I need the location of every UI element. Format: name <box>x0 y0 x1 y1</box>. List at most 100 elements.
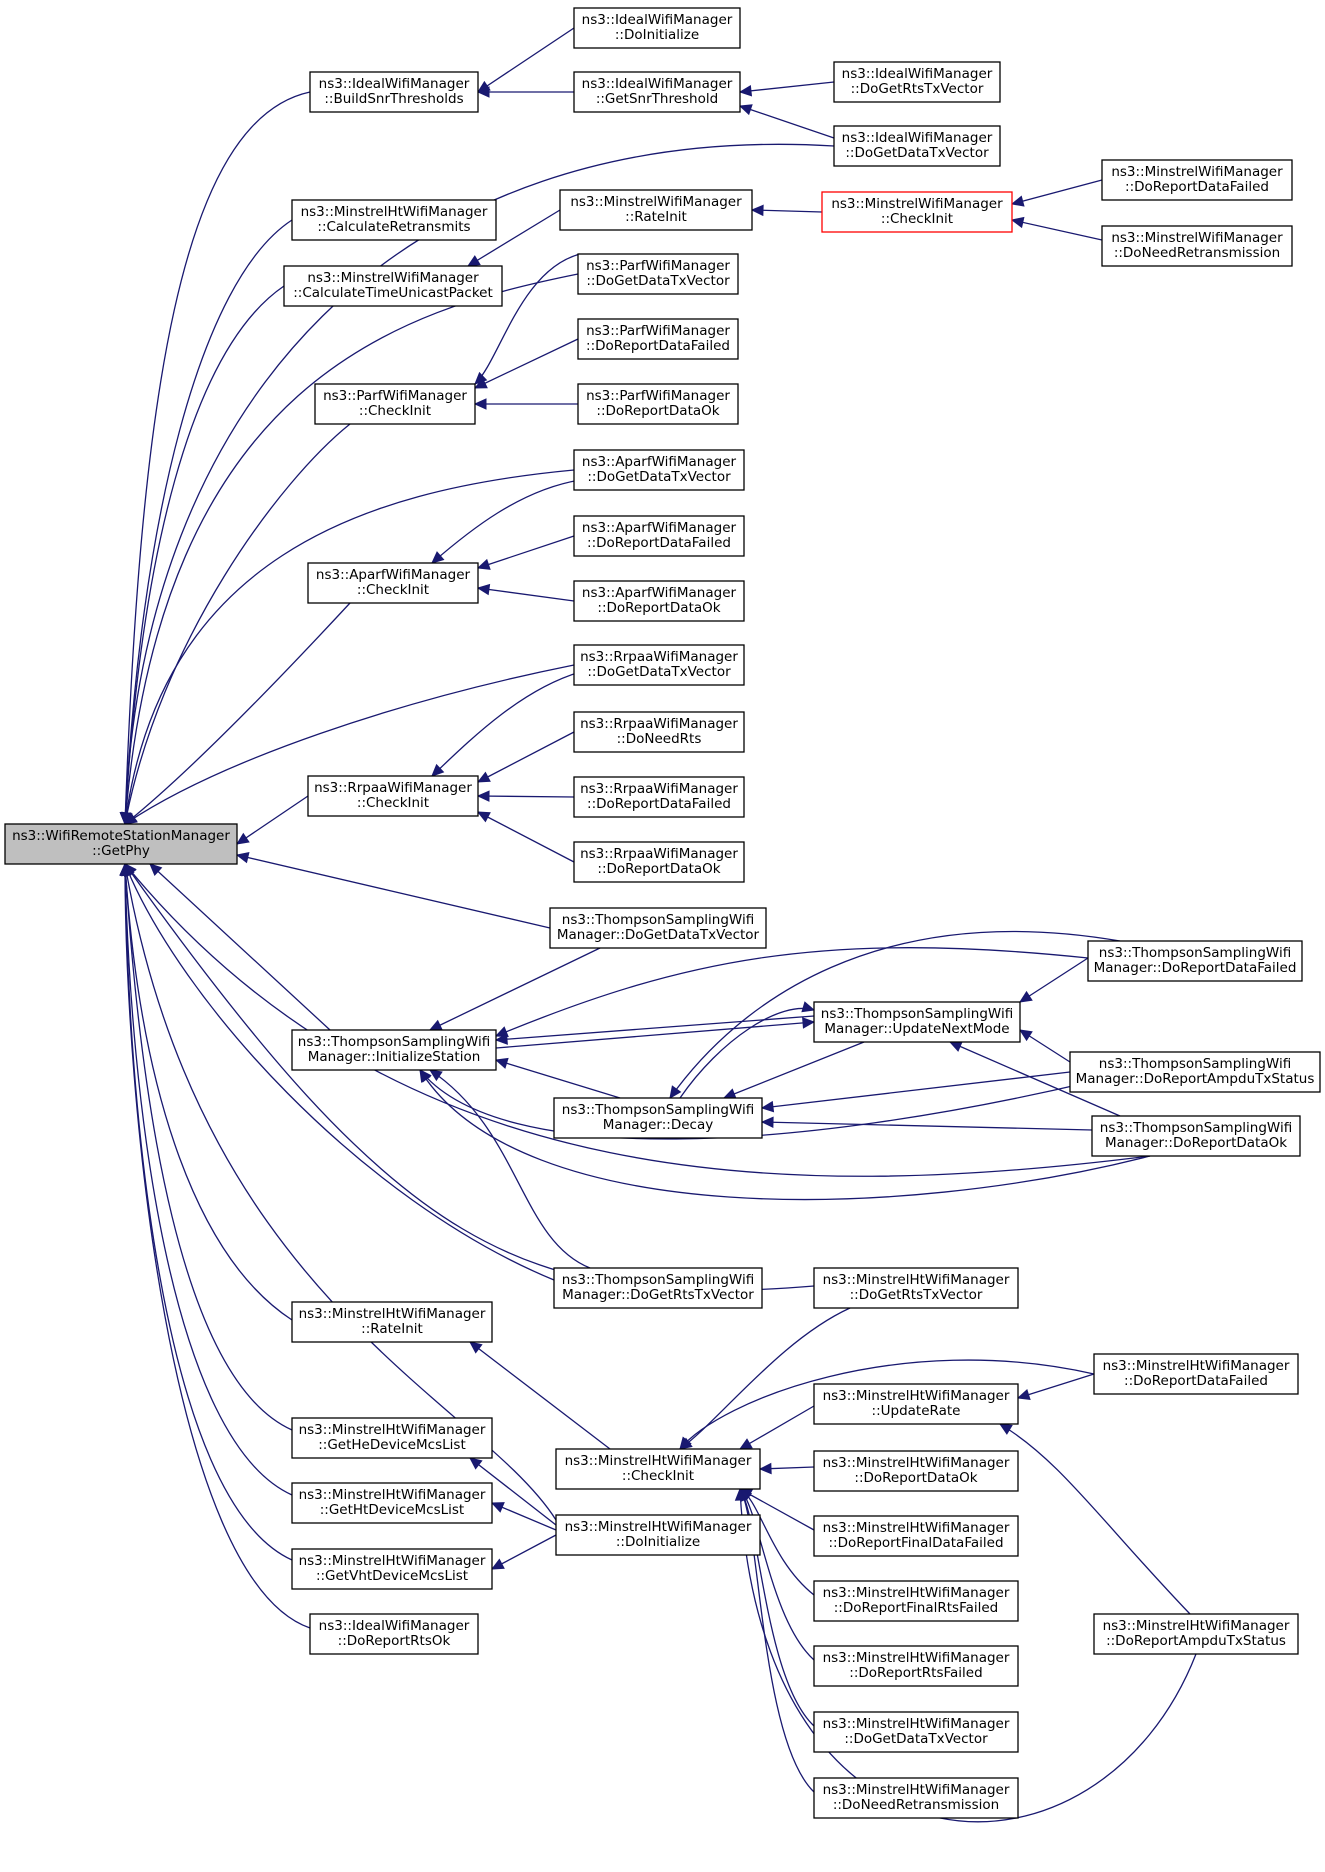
node-mht-ri[interactable]: ns3::MinstrelHtWifiManager::RateInit <box>291 1301 493 1343</box>
node-ts-is[interactable]: ns3::ThompsonSamplingWifiManager::Initia… <box>291 1029 497 1071</box>
node-label-line: ::DoReportDataOk <box>597 600 720 616</box>
node-rrpaa-gdt[interactable]: ns3::RrpaaWifiManager::DoGetDataTxVector <box>573 644 745 686</box>
node-label-line: ::DoReportRtsOk <box>338 1633 451 1649</box>
node-parf-rdo[interactable]: ns3::ParfWifiManager::DoReportDataOk <box>577 383 739 425</box>
node-label-line: ::DoInitialize <box>616 1534 700 1550</box>
node-ts-grts[interactable]: ns3::ThompsonSamplingWifiManager::DoGetR… <box>553 1267 763 1309</box>
node-mht-rdo[interactable]: ns3::MinstrelHtWifiManager::DoReportData… <box>813 1450 1019 1492</box>
node-label-line: Manager::DoReportAmpduTxStatus <box>1076 1071 1315 1087</box>
node-aparf-gdt[interactable]: ns3::AparfWifiManager::DoGetDataTxVector <box>573 449 745 491</box>
node-label-line: ns3::WifiRemoteStationManager <box>12 828 230 844</box>
edge-ts-rdo2 <box>124 863 1151 1177</box>
node-mht-rrf[interactable]: ns3::MinstrelHtWifiManager::DoReportRtsF… <box>813 1645 1019 1687</box>
node-ts-rdo[interactable]: ns3::ThompsonSamplingWifiManager::DoRepo… <box>1091 1115 1301 1157</box>
edge-ts-rdf-dec <box>669 930 1121 1099</box>
edge-ts-gdt <box>235 851 551 929</box>
node-label-line: ns3::AparfWifiManager <box>316 567 471 583</box>
node-min-ci[interactable]: ns3::MinstrelWifiManager::CheckInit <box>821 191 1013 233</box>
node-mht-rfrf[interactable]: ns3::MinstrelHtWifiManager::DoReportFina… <box>813 1580 1019 1622</box>
node-min-nr[interactable]: ns3::MinstrelWifiManager::DoNeedRetransm… <box>1101 225 1293 267</box>
node-label-line: Manager::InitializeStation <box>308 1049 481 1065</box>
node-ts-rdf[interactable]: ns3::ThompsonSamplingWifiManager::DoRepo… <box>1087 940 1303 982</box>
node-ideal-bst[interactable]: ns3::IdealWifiManager::BuildSnrThreshold… <box>309 71 479 113</box>
node-min-rdf[interactable]: ns3::MinstrelWifiManager::DoReportDataFa… <box>1101 159 1293 201</box>
node-mht-cr[interactable]: ns3::MinstrelHtWifiManager::CalculateRet… <box>291 199 497 241</box>
node-label-line: ns3::ParfWifiManager <box>586 388 730 404</box>
node-rrpaa-rdf[interactable]: ns3::RrpaaWifiManager::DoReportDataFaile… <box>573 776 745 818</box>
node-rrpaa-nr[interactable]: ns3::RrpaaWifiManager::DoNeedRts <box>573 711 745 753</box>
node-mht-ci[interactable]: ns3::MinstrelHtWifiManager::CheckInit <box>555 1448 761 1490</box>
node-label-line: ::DoInitialize <box>615 27 699 43</box>
node-ts-gdt[interactable]: ns3::ThompsonSamplingWifiManager::DoGetD… <box>549 907 767 949</box>
node-label-line: ns3::RrpaaWifiManager <box>314 780 472 796</box>
node-aparf-ci[interactable]: ns3::AparfWifiManager::CheckInit <box>307 562 479 604</box>
node-rrpaa-rdo[interactable]: ns3::RrpaaWifiManager::DoReportDataOk <box>573 841 745 883</box>
edge-ideal-rts-gst <box>738 81 835 97</box>
node-ideal-gst[interactable]: ns3::IdealWifiManager::GetSnrThreshold <box>573 71 741 113</box>
node-label-line: ns3::IdealWifiManager <box>582 76 733 92</box>
node-label-line: ns3::AparfWifiManager <box>582 585 737 601</box>
node-label-line: ns3::MinstrelHtWifiManager <box>823 1650 1010 1666</box>
node-mht-rfdf[interactable]: ns3::MinstrelHtWifiManager::DoReportFina… <box>813 1515 1019 1557</box>
node-mht-rdf[interactable]: ns3::MinstrelHtWifiManager::DoReportData… <box>1093 1353 1299 1395</box>
node-mht-vht[interactable]: ns3::MinstrelHtWifiManager::GetVhtDevice… <box>291 1548 493 1590</box>
node-label-line: ns3::ThompsonSamplingWifi <box>298 1034 490 1050</box>
node-label-line: ::RateInit <box>361 1321 423 1337</box>
edge-ts-unm-is <box>494 1015 815 1045</box>
edge-rrpaa-gdt-ci <box>431 671 581 777</box>
node-label-line: ns3::MinstrelHtWifiManager <box>565 1519 752 1535</box>
node-label-line: ::DoReportFinalRtsFailed <box>834 1600 999 1616</box>
edge-mht-ci-ri <box>469 1341 611 1450</box>
node-getphy[interactable]: ns3::WifiRemoteStationManager::GetPhy <box>4 823 238 865</box>
node-ts-ratx[interactable]: ns3::ThompsonSamplingWifiManager::DoRepo… <box>1069 1051 1321 1093</box>
node-parf-rdf[interactable]: ns3::ParfWifiManager::DoReportDataFailed <box>577 318 739 360</box>
node-mht-ur[interactable]: ns3::MinstrelHtWifiManager::UpdateRate <box>813 1383 1019 1425</box>
node-aparf-rdf[interactable]: ns3::AparfWifiManager::DoReportDataFaile… <box>573 515 745 557</box>
node-label-line: ::DoReportDataFailed <box>587 796 731 812</box>
node-mht-nr[interactable]: ns3::MinstrelHtWifiManager::DoNeedRetran… <box>813 1777 1019 1819</box>
node-ideal-rro[interactable]: ns3::IdealWifiManager::DoReportRtsOk <box>309 1613 479 1655</box>
node-label-line: ns3::ParfWifiManager <box>586 258 730 274</box>
edge-mht-ri <box>119 862 293 1321</box>
node-label-line: ns3::AparfWifiManager <box>582 454 737 470</box>
node-label-line: ns3::MinstrelWifiManager <box>570 194 742 210</box>
edge-aparf-rdf-ci <box>476 535 575 570</box>
node-mht-ht[interactable]: ns3::MinstrelHtWifiManager::GetHtDeviceM… <box>291 1482 493 1524</box>
edge-ideal-data-gst <box>738 104 835 139</box>
node-label-line: ::CheckInit <box>881 211 953 227</box>
node-label-line: ::DoNeedRts <box>617 731 702 747</box>
node-label-line: ::DoReportAmpduTxStatus <box>1106 1633 1286 1649</box>
edge-ts-rdo-dec <box>760 1116 1093 1131</box>
edge-min-rdf-ci <box>1010 179 1103 207</box>
edge-ts-grts-is <box>428 1069 591 1269</box>
node-label-line: ::DoGetDataTxVector <box>845 145 989 161</box>
node-rrpaa-ci[interactable]: ns3::RrpaaWifiManager::CheckInit <box>307 775 479 817</box>
edges <box>119 27 1197 1823</box>
node-mht-ratx[interactable]: ns3::MinstrelHtWifiManager::DoReportAmpd… <box>1093 1613 1299 1655</box>
edge-ideal-rro <box>119 862 311 1629</box>
edge-rrpaa-gdt <box>123 664 575 825</box>
node-parf-gdt[interactable]: ns3::ParfWifiManager::DoGetDataTxVector <box>577 253 739 295</box>
edge-min-ci-ri <box>750 204 823 217</box>
node-min-ri[interactable]: ns3::MinstrelWifiManager::RateInit <box>559 189 753 231</box>
node-label-line: ::CheckInit <box>622 1468 694 1484</box>
node-mht-gdt[interactable]: ns3::MinstrelHtWifiManager::DoGetDataTxV… <box>813 1711 1019 1753</box>
node-ideal-rts[interactable]: ns3::IdealWifiManager::DoGetRtsTxVector <box>833 61 1001 103</box>
node-label-line: ::CalculateRetransmits <box>317 219 470 235</box>
node-ideal-data[interactable]: ns3::IdealWifiManager::DoGetDataTxVector <box>833 125 1001 167</box>
node-mht-init[interactable]: ns3::MinstrelHtWifiManager::DoInitialize <box>555 1514 761 1556</box>
node-label-line: ns3::IdealWifiManager <box>319 1618 470 1634</box>
node-label-line: ns3::RrpaaWifiManager <box>580 716 738 732</box>
node-label-line: ::DoNeedRetransmission <box>1114 245 1280 261</box>
node-ideal-init[interactable]: ns3::IdealWifiManager::DoInitialize <box>573 7 741 49</box>
node-ts-unm[interactable]: ns3::ThompsonSamplingWifiManager::Update… <box>813 1001 1021 1043</box>
node-parf-ci[interactable]: ns3::ParfWifiManager::CheckInit <box>314 383 476 425</box>
node-mht-he[interactable]: ns3::MinstrelHtWifiManager::GetHeDeviceM… <box>291 1417 493 1459</box>
node-aparf-rdo[interactable]: ns3::AparfWifiManager::DoReportDataOk <box>573 580 745 622</box>
node-min-ctu[interactable]: ns3::MinstrelWifiManager::CalculateTimeU… <box>283 265 503 307</box>
edge-rrpaa-nr-ci <box>476 731 575 783</box>
node-mht-grts[interactable]: ns3::MinstrelHtWifiManager::DoGetRtsTxVe… <box>813 1267 1019 1309</box>
edge-ts-dec-unm <box>679 1001 816 1099</box>
